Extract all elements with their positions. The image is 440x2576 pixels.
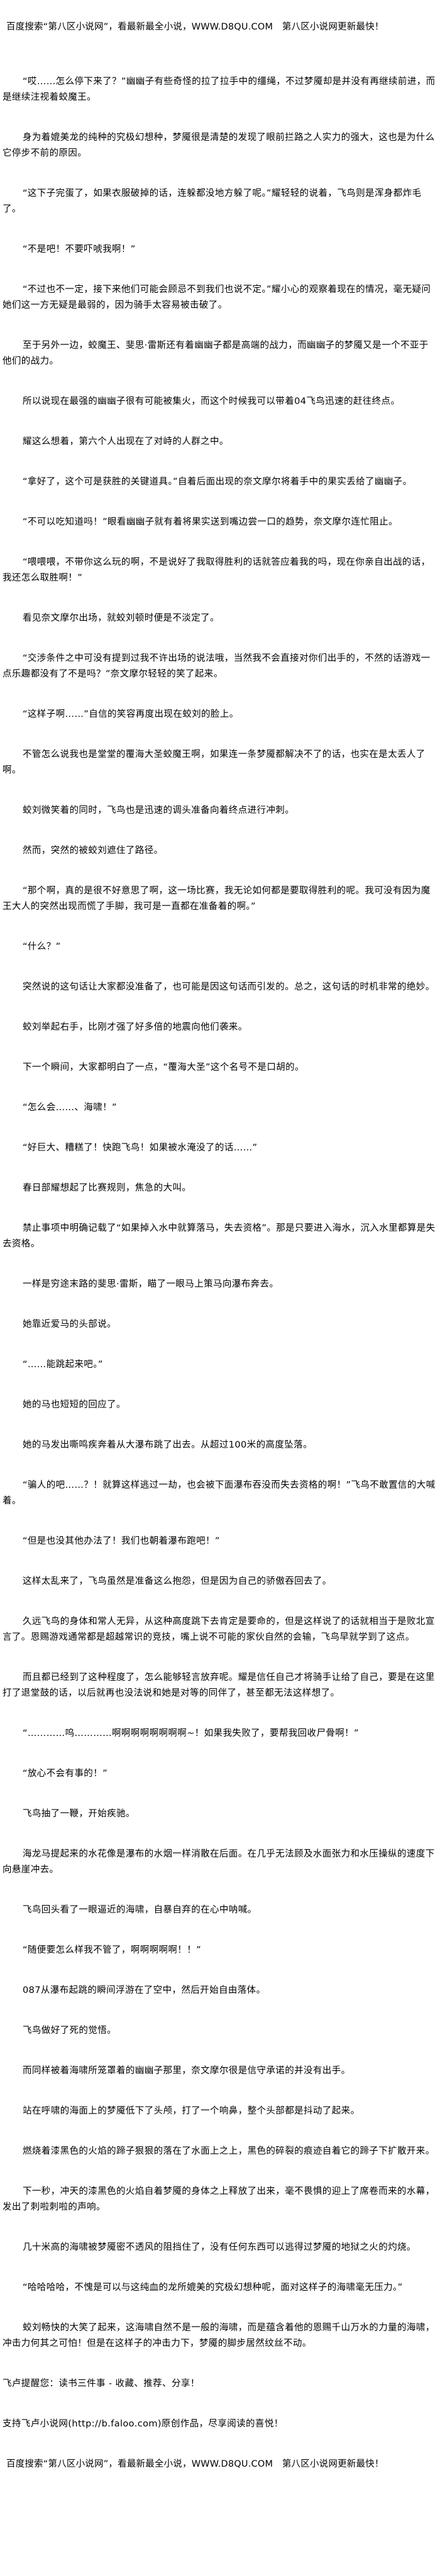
story-paragraph: “不可以吃知道吗！”眼看幽幽子就有着将果实送到嘴边尝一口的趋势，奈文摩尔连忙阻止… xyxy=(23,517,398,527)
story-paragraph: 海龙马提起来的水花像是瀑布的水烟一样消散在后面。在几乎无法顾及水面张力和水压操纵… xyxy=(3,1849,435,1875)
story-paragraph: 久远飞鸟的身体和常人无异，从这种高度跳下去肯定是要命的，但是这样说了的话就相当于… xyxy=(3,1617,435,1642)
story-paragraph: “交涉条件之中可没有提到过我不许出场的说法哦，当然我不会直接对你们出手的，不然的… xyxy=(3,653,431,679)
story-paragraph: “哈哈哈哈，不愧是可以与这纯血的龙所媲美的究极幻想种呢，面对这样子的海啸毫无压力… xyxy=(23,2283,403,2293)
site-banner-top: 百度搜索“第八区小说网”，看最新最全小说，WWW.D8QU.COM 第八区小说网… xyxy=(6,22,384,32)
story-paragraph: 而且都已经到了这种程度了，怎么能够轻言放弃呢。耀是信任自己才将骑手让给了自己，要… xyxy=(3,1673,435,1698)
story-paragraph: “放心不会有事的！” xyxy=(23,1769,108,1779)
story-paragraph: 站在呼啸的海面上的梦魇低下了头颅，打了一个响鼻，整个头部都是抖动了起来。 xyxy=(23,2106,360,2116)
faloo-reminder: 飞卢提醒您：读书三件事 - 收藏、推荐、分享！ xyxy=(3,2379,200,2389)
story-paragraph: “什么？” xyxy=(23,942,61,952)
story-paragraph: 几十米高的海啸被梦魇密不透风的阻挡住了，没有任何东西可以逃得过梦魇的地狱之火的灼… xyxy=(23,2242,416,2252)
chapter-body: “哎……怎么停下来了？”幽幽子有些奇怪的拉了拉手中的缰绳，不过梦魇却是并没有再继… xyxy=(3,74,437,2352)
story-paragraph: “随便要怎么样我不管了，啊啊啊啊啊！！” xyxy=(23,1945,202,1955)
story-paragraph: 看见奈文摩尔出场，就蛟刘顿时便是不淡定了。 xyxy=(23,613,219,623)
story-paragraph: “骗人的吧……？！就算这样逃过一劫，也会被下面瀑布吞没而失去资格的啊！”飞鸟不敢… xyxy=(3,1480,436,1506)
story-paragraph: 禁止事项中明确记载了“如果掉入水中就算落马，失去资格”。那是只要进入海水，沉入水… xyxy=(3,1223,436,1249)
novel-page: 百度搜索“第八区小说网”，看最新最全小说，WWW.D8QU.COM 第八区小说网… xyxy=(3,22,437,2469)
story-paragraph: 然而，突然的被蛟刘遮住了路径。 xyxy=(23,846,163,856)
story-paragraph: 下一秒，冲天的漆黑色的火焰自着梦魇的身体之上释放了出来，毫不畏惧的迎上了席卷而来… xyxy=(3,2186,435,2212)
story-paragraph: 飞鸟做好了死的觉悟。 xyxy=(23,2026,116,2036)
story-paragraph: “这样子啊……”自信的笑容再度出现在蛟刘的脸上。 xyxy=(23,709,239,719)
story-paragraph: 至于另外一边，蛟魔王、斐思·雷斯还有着幽幽子都是高端的战力，而幽幽子的梦魇又是一… xyxy=(3,341,429,366)
story-paragraph: 087从瀑布起跳的瞬间浮游在了空中，然后开始自由落体。 xyxy=(23,1985,266,1995)
story-paragraph: “怎么会……、海啸！” xyxy=(23,1103,117,1113)
story-paragraph: 不管怎么说我也是堂堂的覆海大圣蛟魔王啊，如果连一条梦魇都解决不了的话，也实在是太… xyxy=(3,750,426,775)
story-paragraph: “哎……怎么停下来了？”幽幽子有些奇怪的拉了拉手中的缰绳，不过梦魇却是并没有再继… xyxy=(3,77,436,102)
story-paragraph: 飞鸟抽了一鞭，开始疾驰。 xyxy=(23,1809,135,1819)
story-paragraph: 她的马发出嘶鸣疾奔着从大瀑布跳了出去。从超过100米的高度坠落。 xyxy=(23,1440,312,1450)
story-paragraph: 蛟刘微笑着的同时，飞鸟也是迅速的调头准备向着终点进行冲刺。 xyxy=(23,805,295,816)
faloo-support-note: 支持飞卢小说网(http://b.faloo.com)原创作品，尽享阅读的喜悦！ xyxy=(3,2419,283,2429)
story-paragraph: 而同样被着海啸所笼罩着的幽幽子那里，奈文摩尔很是信守承诺的并没有出手。 xyxy=(23,2066,351,2076)
story-paragraph: “那个啊，真的是很不好意思了啊，这一场比赛，我无论如何都是要取得胜利的呢。我可没… xyxy=(3,886,431,912)
story-paragraph: “喂喂喂，不带你这么玩的啊，不是说好了我取得胜利的话就答应着我的吗，现在你亲自出… xyxy=(3,557,431,583)
story-paragraph: 下一个瞬间，大家都明白了一点，“覆海大圣”这个名号不是口胡的。 xyxy=(23,1062,304,1072)
story-paragraph: 蛟刘举起右手，比刚才强了好多倍的地震向他们袭来。 xyxy=(23,1022,248,1032)
story-paragraph: “拿好了，这个可是获胜的关键道具。”自着后面出现的奈文摩尔将着手中的果实丢给了幽… xyxy=(23,477,412,487)
story-paragraph: 春日部耀想起了比赛规则，焦急的大叫。 xyxy=(23,1183,192,1193)
story-paragraph: “但是也没其他办法了！我们也朝着瀑布跑吧！” xyxy=(23,1536,220,1546)
story-paragraph: 飞鸟回头看了一眼逼近的海啸，自暴自弃的在心中呐喊。 xyxy=(23,1905,257,1915)
story-paragraph: 蛟刘畅快的大笑了起来，这海啸自然不是一般的海啸，而是蕴含着他的恩赐千山万水的力量… xyxy=(3,2323,435,2349)
story-paragraph: 所以说现在最强的幽幽子很有可能被集火，而这个时候我可以带着04飞鸟迅速的赶往终点… xyxy=(23,396,400,407)
story-paragraph: “不过也不一定，接下来他们可能会顾忌不到我们也说不定。”耀小心的观察着现在的情况… xyxy=(3,285,431,310)
story-paragraph: “好巨大、糟糕了！快跑飞鸟！如果被水淹没了的话……” xyxy=(23,1143,258,1153)
story-paragraph: 她的马也短短的回应了。 xyxy=(23,1400,126,1410)
story-paragraph: 这样太乱来了，飞鸟虽然是准备这么抱怨，但是因为自己的骄傲吞回去了。 xyxy=(23,1576,332,1586)
story-paragraph: 一样是穷途末路的斐思·雷斯，瞄了一眼马上策马向瀑布奔去。 xyxy=(23,1279,279,1289)
site-banner-bottom: 百度搜索“第八区小说网”，看最新最全小说，WWW.D8QU.COM 第八区小说网… xyxy=(6,2459,384,2469)
story-paragraph: “……能跳起来吧。” xyxy=(23,1360,103,1370)
story-paragraph: 突然说的这句话让大家都没准备了，也可能是因这句话而引发的。总之，这句话的时机非常… xyxy=(23,982,435,992)
story-paragraph: 燃烧着漆黑色的火焰的蹄子狠狠的落在了水面上之上，黑色的碎裂的痕迹自着它的蹄子下扩… xyxy=(23,2146,435,2156)
story-paragraph: 她靠近爱马的头部说。 xyxy=(23,1319,116,1329)
story-paragraph: “不是吧！不要吓唬我啊！” xyxy=(23,244,136,254)
story-paragraph: “…………呜…………啊啊啊啊啊啊啊啊~！如果我失败了，要帮我回收尸骨啊！” xyxy=(23,1728,359,1738)
story-paragraph: 耀这么想着，第六个人出现在了对峙的人群之中。 xyxy=(23,437,229,447)
story-paragraph: 身为着媲美龙的纯种的究极幻想种，梦魇很是清楚的发现了眼前拦路之人实力的强大，这也… xyxy=(3,133,435,158)
story-paragraph: “这下子完蛋了，如果衣服破掉的话，连躲都没地方躲了呢。”耀轻轻的说着，飞鸟则是浑… xyxy=(3,188,422,214)
